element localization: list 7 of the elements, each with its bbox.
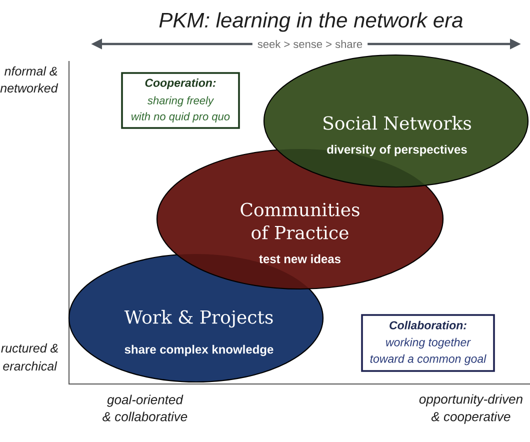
axis-label: goal-oriented & collaborative	[102, 394, 188, 422]
note-box: Collaboration: working together toward a common goal	[361, 314, 495, 372]
note-box: Cooperation: sharing freely with no quid pro quo	[121, 72, 240, 129]
axis-label: nformal & networked	[0, 66, 58, 93]
axis-label: opportunity-driven & cooperative	[419, 394, 522, 424]
arrow-label: seek > sense > share	[252, 38, 368, 50]
title: PKM: learning in the network era	[159, 12, 463, 32]
